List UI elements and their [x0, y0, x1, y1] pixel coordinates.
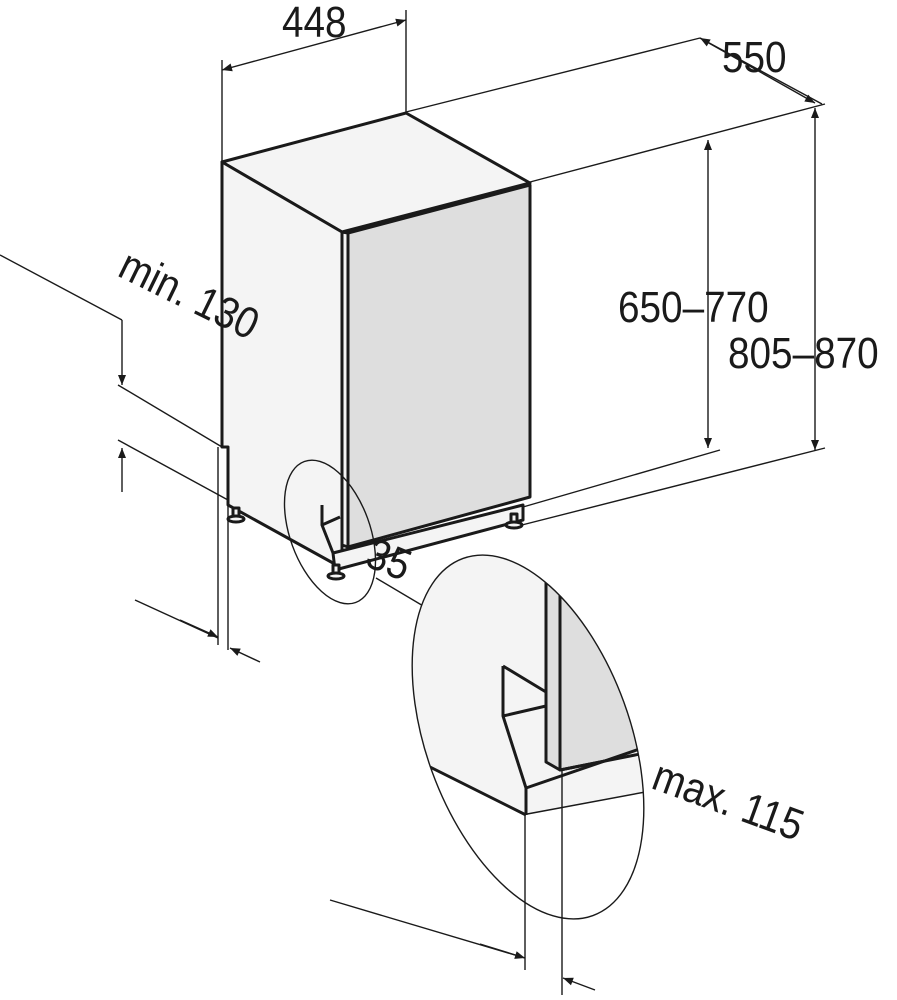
label-niche-height: 805–870	[728, 328, 879, 378]
detail-view	[400, 530, 662, 951]
label-door-height: 650–770	[618, 282, 769, 332]
dimension-arrows	[118, 18, 819, 991]
label-depth: 550	[722, 32, 787, 82]
cabinet-side	[220, 160, 344, 565]
detail-marker-circle	[283, 459, 377, 605]
feet	[226, 506, 524, 581]
door-panel	[346, 183, 532, 549]
label-width: 448	[282, 0, 347, 47]
dishwasher-cabinet	[220, 111, 532, 581]
label-max-115: max. 115	[647, 750, 811, 850]
